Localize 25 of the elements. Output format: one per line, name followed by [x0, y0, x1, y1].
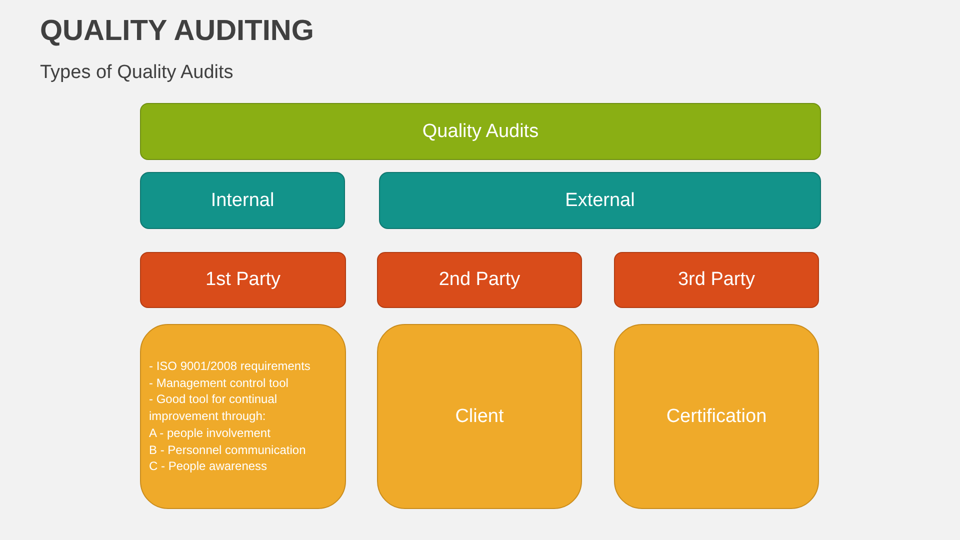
box-label: External: [565, 190, 635, 212]
description-box: [140, 324, 346, 509]
bullet-text: A - people involvement: [149, 424, 270, 442]
bullet-text: - Management control tool: [149, 374, 288, 392]
box-label: Internal: [210, 190, 274, 212]
slide-title: QUALITY AUDITING: [40, 15, 314, 48]
box-label: 3rd Party: [678, 269, 756, 291]
bullet-text: B - Personnel communication: [149, 442, 306, 458]
category-box: [140, 172, 345, 229]
category-box: [377, 324, 582, 509]
category-box: [614, 324, 819, 509]
category-box: [379, 172, 821, 229]
box-label: Certification: [666, 406, 767, 428]
box-label: 1st Party: [206, 269, 280, 291]
category-box: [377, 252, 582, 308]
bullet-text: - Good tool for continual improvement through:: [149, 391, 278, 425]
category-box: [614, 252, 819, 308]
slide-subtitle: Types of Quality Audits: [40, 62, 234, 84]
box-label: Quality Audits: [422, 120, 539, 142]
category-box: [140, 103, 821, 160]
box-label: 2nd Party: [438, 269, 520, 291]
bullet-text: C - People awareness: [149, 458, 268, 476]
bullet-text: - ISO 9001/2008 requirements: [149, 358, 310, 374]
category-box: [140, 252, 346, 308]
box-label: Client: [455, 406, 504, 428]
